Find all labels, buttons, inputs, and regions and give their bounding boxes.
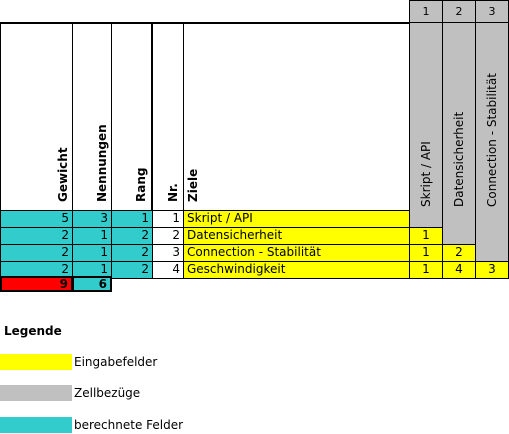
pair-cell[interactable]: 4 — [442, 261, 476, 279]
row-ziel[interactable]: Datensicherheit — [183, 227, 410, 245]
legend-label: Zellbezüge — [74, 386, 141, 400]
compare-col-3-label: Connection - Stabilität — [485, 73, 499, 207]
pair-cell[interactable]: 1 — [409, 261, 443, 279]
total-nennungen[interactable]: 6 — [72, 276, 112, 292]
legend-swatch-gray — [0, 385, 72, 401]
header-rang: Rang — [134, 167, 148, 202]
row-rang[interactable]: 2 — [111, 261, 153, 279]
compare-col-1-header — [409, 0, 443, 244]
row-gewicht[interactable]: 2 — [0, 227, 73, 245]
compare-col-3-header — [475, 0, 509, 278]
row-nennungen[interactable]: 1 — [72, 227, 112, 245]
row-ziel[interactable]: Connection - Stabilität — [183, 244, 410, 262]
row-nr[interactable]: 3 — [152, 244, 184, 262]
header-gewicht: Gewicht — [56, 147, 70, 202]
legend-label: Eingabefelder — [74, 355, 158, 369]
pair-cell[interactable]: 3 — [475, 261, 509, 279]
row-gewicht[interactable]: 2 — [0, 244, 73, 262]
pair-cell[interactable]: 2 — [442, 244, 476, 262]
header-nennungen: Nennungen — [95, 124, 109, 202]
header-top-border — [0, 22, 409, 24]
row-ziel[interactable]: Skript / API — [183, 210, 410, 228]
header-col-divider — [151, 22, 153, 210]
row-nr[interactable]: 4 — [152, 261, 184, 279]
row-gewicht[interactable]: 5 — [0, 210, 73, 228]
compare-col-1-label: Skript / API — [419, 141, 433, 207]
row-rang[interactable]: 2 — [111, 244, 153, 262]
legend-title: Legende — [4, 324, 62, 338]
compare-col-1-number: 1 — [422, 5, 430, 18]
row-rang[interactable]: 2 — [111, 227, 153, 245]
header-col-divider — [183, 22, 184, 210]
header-nr: Nr. — [166, 183, 180, 202]
row-nennungen[interactable]: 1 — [72, 244, 112, 262]
row-rang[interactable]: 1 — [111, 210, 153, 228]
header-ziele: Ziele — [186, 168, 200, 202]
legend-swatch-yellow — [0, 354, 72, 370]
header-col-divider — [72, 22, 73, 210]
pair-cell[interactable]: 1 — [409, 244, 443, 262]
legend-swatch-teal — [0, 417, 72, 433]
pair-cell[interactable]: 1 — [409, 227, 443, 245]
compare-col-2-label: Datensicherheit — [452, 111, 466, 207]
compare-col-2-number: 2 — [455, 5, 463, 18]
row-nr[interactable]: 1 — [152, 210, 184, 228]
compare-col-3-number: 3 — [488, 5, 496, 18]
row-ziel[interactable]: Geschwindigkeit — [183, 261, 410, 279]
compare-number-divider — [409, 22, 509, 23]
row-nennungen[interactable]: 3 — [72, 210, 112, 228]
header-col-divider — [0, 22, 1, 210]
total-gewicht[interactable]: 9 — [0, 276, 73, 292]
legend-label: berechnete Felder — [74, 418, 184, 432]
compare-col-2-header — [442, 0, 476, 261]
row-nr[interactable]: 2 — [152, 227, 184, 245]
header-col-divider — [111, 22, 112, 210]
